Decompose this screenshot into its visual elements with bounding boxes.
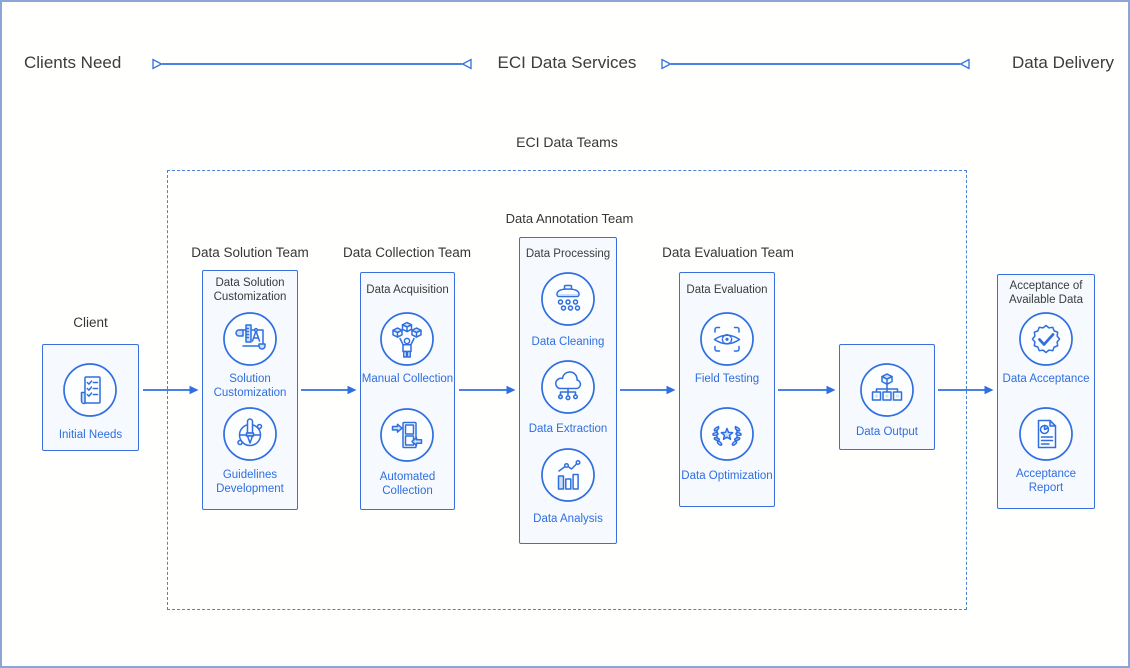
acceptance-header: Acceptance of Available Data	[1009, 280, 1083, 307]
data-cleaning-label: Data Cleaning	[531, 336, 605, 348]
laurel-star-icon	[700, 407, 754, 461]
initial-needs-label: Initial Needs	[58, 429, 123, 441]
checklist-icon	[63, 363, 117, 417]
acceptance-report-label: Acceptance Report	[1015, 468, 1077, 495]
data-evaluation-team-title: Data Evaluation Team	[662, 245, 794, 260]
eye-scan-icon	[700, 312, 754, 366]
automated-collection-label: Automated Collection	[379, 471, 436, 498]
field-testing-label: Field Testing	[694, 373, 760, 385]
drafting-tool-icon	[223, 407, 277, 461]
header-label-data-delivery: Data Delivery	[1011, 53, 1114, 72]
report-icon	[1019, 407, 1073, 461]
data-optimization-label: Data Optimization	[681, 470, 773, 482]
data-collection-team-box	[360, 272, 455, 510]
header-label-eci-data-services: ECI Data Services	[497, 53, 637, 72]
guidelines-development-label: Guidelines Development	[216, 469, 284, 496]
document-transfer-icon	[380, 408, 434, 462]
eci-data-teams-container	[167, 170, 967, 610]
badge-check-icon	[1019, 312, 1073, 366]
data-evaluation-header: Data Evaluation	[686, 284, 768, 296]
data-solution-customization-header: Data Solution Customization	[213, 277, 287, 304]
shower-icon	[541, 272, 595, 326]
triangle-icon	[152, 58, 163, 70]
client-title: Client	[73, 315, 108, 330]
blueprint-compass-icon	[223, 312, 277, 366]
triangle-icon	[959, 58, 970, 70]
data-output-label: Data Output	[855, 426, 918, 438]
cloud-network-icon	[541, 360, 595, 414]
data-solution-team-title: Data Solution Team	[191, 245, 309, 260]
data-evaluation-team-box	[679, 272, 775, 507]
data-annotation-team-title: Data Annotation Team	[505, 211, 634, 226]
triangle-icon	[661, 58, 672, 70]
person-cubes-icon	[380, 312, 434, 366]
triangle-icon	[461, 58, 472, 70]
manual-collection-label: Manual Collection	[361, 373, 454, 385]
data-solution-team-box	[202, 270, 298, 510]
data-acceptance-label: Data Acceptance	[1002, 373, 1090, 385]
data-collection-team-title: Data Collection Team	[342, 245, 472, 260]
header-label-clients-need: Clients Need	[24, 53, 122, 72]
data-analysis-label: Data Analysis	[533, 513, 603, 525]
data-processing-header: Data Processing	[525, 248, 611, 260]
data-extraction-label: Data Extraction	[528, 423, 608, 435]
eci-data-teams-title: ECI Data Teams	[516, 134, 618, 150]
solution-customization-label: Solution Customization	[213, 373, 287, 400]
data-acquisition-header: Data Acquisition	[366, 284, 449, 296]
cube-tree-icon	[860, 363, 914, 417]
bar-chart-icon	[541, 448, 595, 502]
